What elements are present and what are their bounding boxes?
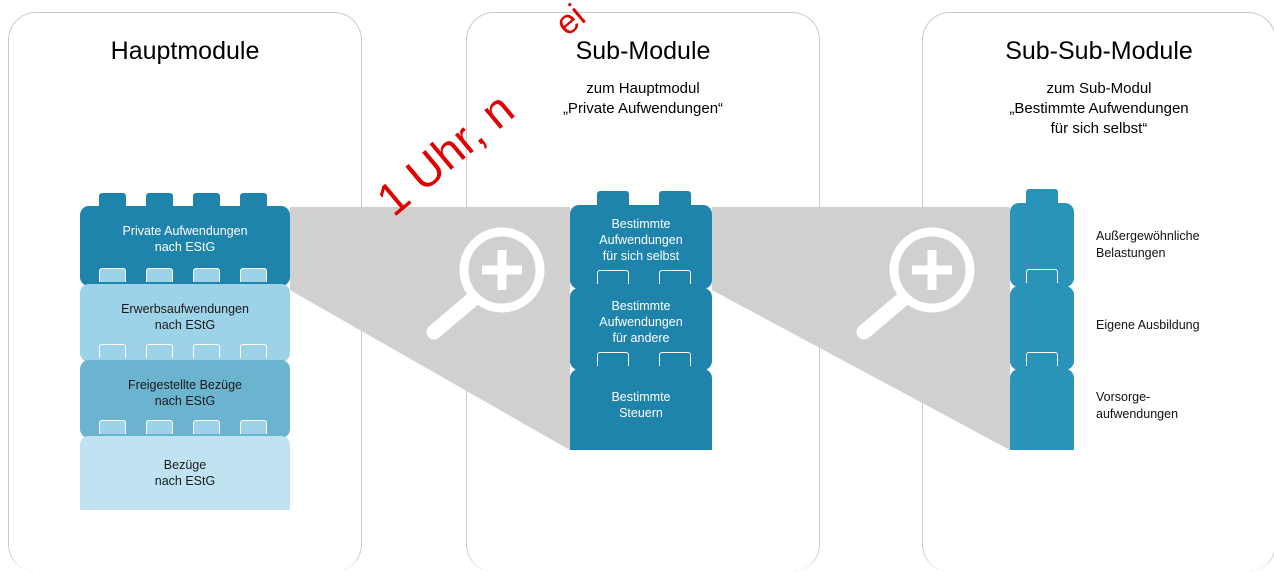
main-block-bezuege[interactable]: Bezüge nach EStG bbox=[80, 436, 290, 510]
stud bbox=[99, 193, 126, 207]
panel-subtitle-subsub: zum Sub-Modul „Bestimmte Aufwendungen fü… bbox=[1009, 80, 1189, 137]
sub-block-others[interactable]: Bestimmte Aufwendungen für andere bbox=[570, 288, 712, 370]
stud bbox=[597, 191, 629, 205]
stud bbox=[659, 191, 691, 205]
main-block-label: Erwerbsaufwendungen nach EStG bbox=[121, 302, 249, 332]
stud bbox=[99, 268, 126, 282]
panel-sub-sub-modules: Sub-Sub-Module zum Sub-Modul „Bestimmte … bbox=[922, 12, 1274, 572]
stud bbox=[146, 420, 173, 434]
stud bbox=[193, 193, 220, 207]
stud bbox=[659, 352, 691, 366]
zoom-in-icon bbox=[426, 227, 545, 340]
stud bbox=[99, 420, 126, 434]
panel-subtitle-sub: zum Hauptmodul „Private Aufwendungen“ bbox=[562, 80, 724, 117]
stud bbox=[597, 270, 629, 284]
main-block-label: Private Aufwendungen nach EStG bbox=[122, 224, 248, 254]
zoom-in-icon bbox=[856, 227, 975, 340]
panel-title-sub: Sub-Module bbox=[575, 37, 711, 65]
panel-title-main: Hauptmodule bbox=[110, 37, 260, 65]
main-block-label: Bezüge nach EStG bbox=[154, 458, 216, 488]
stud bbox=[1026, 352, 1058, 366]
panel-title-subsub: Sub-Sub-Module bbox=[1005, 37, 1193, 65]
stud bbox=[193, 344, 220, 358]
stud bbox=[240, 268, 267, 282]
subsub-label-belastungen: Außergewöhnliche Belastungen bbox=[1096, 229, 1200, 260]
stud bbox=[240, 193, 267, 207]
main-block-label: Freigestellte Bezüge nach EStG bbox=[128, 378, 242, 408]
stud bbox=[240, 344, 267, 358]
subsub-label-ausbildung: Eigene Ausbildung bbox=[1096, 318, 1200, 332]
stud bbox=[597, 352, 629, 366]
stud bbox=[659, 270, 691, 284]
subsub-label-vorsorge: Vorsorge- aufwendungen bbox=[1096, 390, 1179, 421]
sub-block-label: Bestimmte Aufwendungen für andere bbox=[599, 299, 683, 345]
sub-block-taxes[interactable]: Bestimmte Steuern bbox=[570, 369, 712, 450]
stud bbox=[146, 344, 173, 358]
stud bbox=[146, 268, 173, 282]
stud bbox=[146, 193, 173, 207]
stud bbox=[99, 344, 126, 358]
stud bbox=[193, 420, 220, 434]
sub-block-label: Bestimmte Aufwendungen für sich selbst bbox=[599, 217, 683, 263]
zoom-funnel-overlay bbox=[290, 207, 1010, 450]
stud bbox=[1026, 189, 1058, 203]
stud bbox=[240, 420, 267, 434]
subsub-block-3[interactable] bbox=[1010, 369, 1074, 450]
panel-sub-modules: Sub-Module zum Hauptmodul „Private Aufwe… bbox=[466, 12, 820, 572]
sub-block-self[interactable]: Bestimmte Aufwendungen für sich selbst bbox=[570, 205, 712, 289]
sub-block-label: Bestimmte Steuern bbox=[611, 389, 671, 420]
stud bbox=[193, 268, 220, 282]
stud bbox=[1026, 269, 1058, 283]
